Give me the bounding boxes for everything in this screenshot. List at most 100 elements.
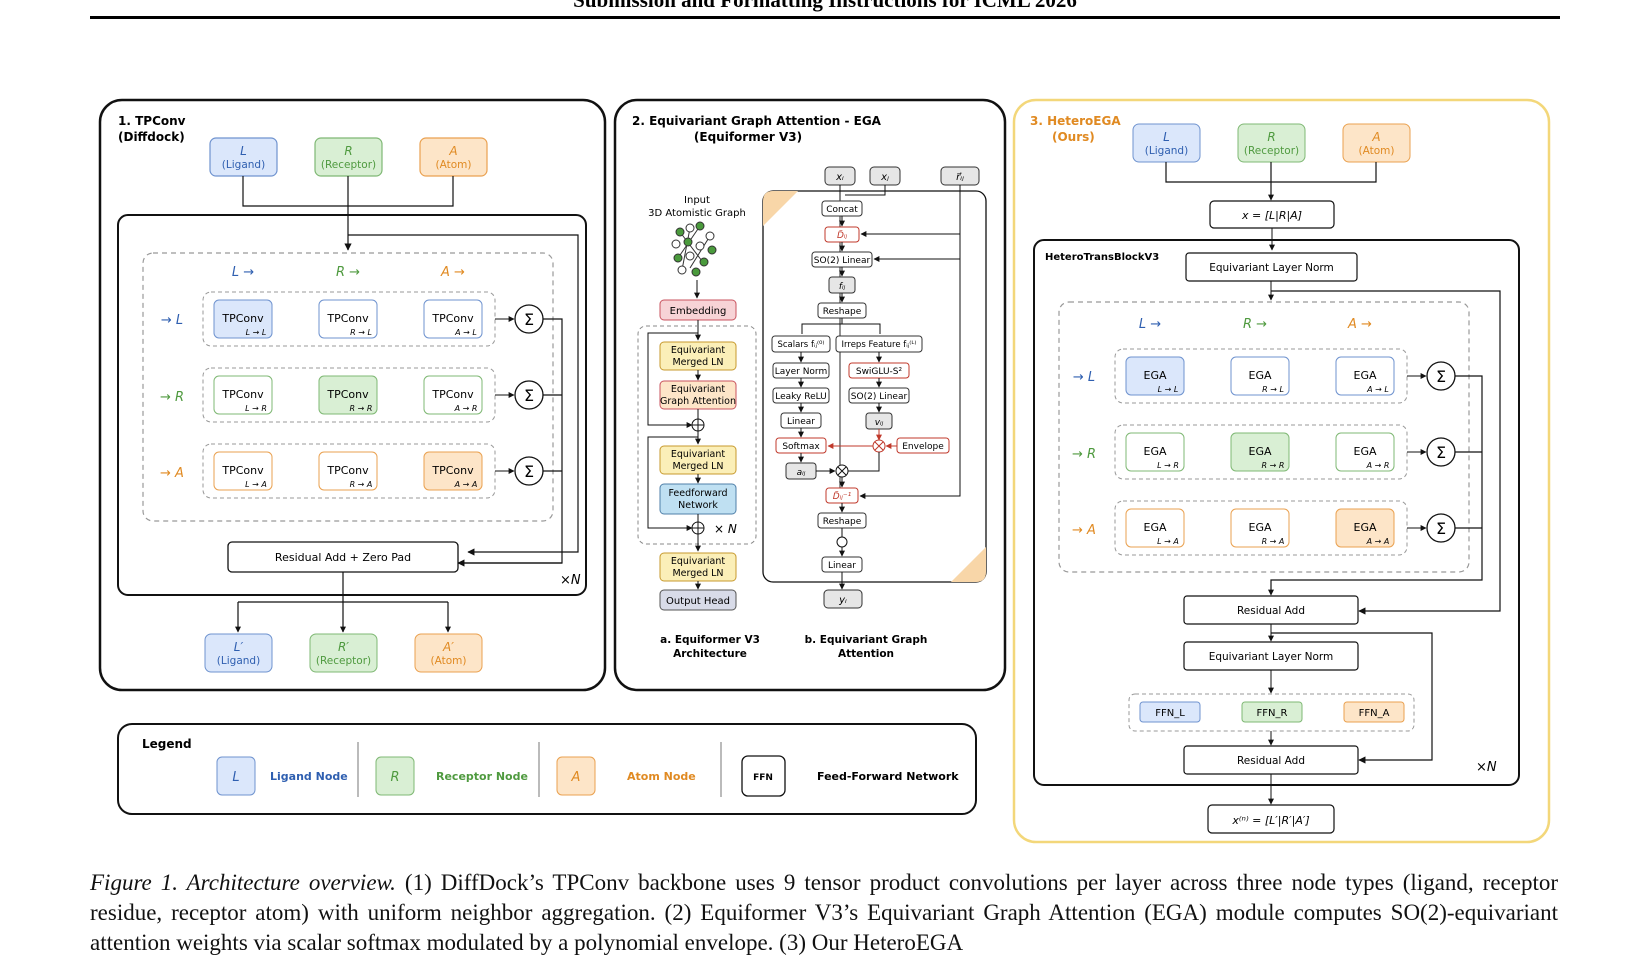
sum-symbol: Σ (1436, 367, 1446, 386)
sum-node: Σ (1407, 513, 1456, 543)
ln-block: Equivariant (671, 556, 726, 567)
cell-label: EGA (1144, 369, 1167, 382)
ffn-ligand: FFN_L (1155, 708, 1185, 719)
linear-node: Linear (787, 417, 815, 427)
tpconv-cell: TPConv A → L (423, 299, 483, 339)
cell-sub: A → R (454, 404, 478, 413)
panel1-output-atom: A′ (Atom) (414, 633, 483, 673)
fij-node: fᵢⱼ (839, 282, 846, 292)
cell-label: TPConv (431, 464, 474, 477)
cell-sub: R → R (1262, 461, 1285, 470)
panel1-output-receptor: R′ (Receptor) (309, 633, 378, 673)
input-symbol: R (1267, 130, 1275, 144)
output-symbol: L′ (234, 640, 244, 654)
col-head-receptor: R → (336, 265, 360, 280)
panel1-input-ligand: L (Ligand) (209, 137, 278, 177)
input-name: (Receptor) (321, 159, 376, 171)
legend-label-receptor: Receptor Node (436, 770, 528, 783)
cell-label: EGA (1354, 369, 1377, 382)
page-header: Submission and Formatting Instructions f… (573, 0, 1077, 12)
panel2-title: 2. Equivariant Graph Attention - EGA (632, 114, 882, 128)
layer-norm-1: Equivariant Layer Norm (1209, 262, 1334, 274)
cell-label: TPConv (326, 464, 369, 477)
embedding-block: Embedding (670, 306, 727, 317)
panel-heteroega: 3. HeteroEGA (Ours) L (Ligand) R (Recept… (1012, 98, 1551, 844)
ega-cell: EGA R → A (1230, 508, 1290, 548)
cell-label: EGA (1354, 445, 1377, 458)
sum-node: Σ (1407, 437, 1456, 467)
softmax-node: Softmax (782, 442, 820, 452)
input-symbol: R (344, 144, 352, 158)
input-name: (Atom) (1359, 145, 1395, 157)
legend-label-atom: Atom Node (627, 770, 696, 783)
row-head-receptor: → R (1072, 447, 1096, 462)
sum-symbol: Σ (524, 386, 534, 405)
cell-label: EGA (1354, 521, 1377, 534)
legend-symbol: FFN (753, 773, 773, 783)
ffn-receptor: FFN_R (1257, 708, 1288, 719)
xi-node: xᵢ (835, 172, 844, 183)
tpconv-cell: TPConv A → R (423, 375, 483, 415)
panel3-input-atom: A (Atom) (1342, 123, 1411, 163)
cell-sub: A → A (1366, 537, 1390, 546)
ln-block: Merged LN (672, 461, 723, 472)
residual-add-1: Residual Add (1237, 605, 1305, 617)
reshape-node: Reshape (823, 307, 862, 317)
reshape-node: Reshape (823, 517, 862, 527)
tpconv-cell: TPConv L → A (213, 451, 273, 491)
xj-node: xⱼ (880, 172, 889, 183)
architecture-figure: 1. TPConv (Diffdock) L (Ligand) R (Recep… (98, 98, 1551, 844)
legend-symbol: A (571, 770, 581, 785)
sum-symbol: Σ (1436, 519, 1446, 538)
output-name: (Ligand) (217, 655, 260, 667)
cell-label: TPConv (221, 464, 264, 477)
panel-ega: 2. Equivariant Graph Attention - EGA (Eq… (613, 98, 1007, 692)
cell-label: TPConv (431, 388, 474, 401)
panel3-title: 3. HeteroEGA (1030, 114, 1121, 128)
block-title: HeteroTransBlockV3 (1045, 252, 1159, 263)
sum-symbol: Σ (524, 310, 534, 329)
input-name: (Ligand) (222, 159, 265, 171)
rij-node: r⃗ᵢⱼ (956, 172, 964, 183)
graph-attention-block: Graph Attention (660, 396, 736, 407)
cell-sub: A → L (1366, 385, 1389, 394)
envelope-node: Envelope (902, 442, 944, 452)
tpconv-cell: TPConv L → L (213, 299, 273, 339)
legend-symbol: R (390, 770, 399, 785)
cell-label: EGA (1144, 521, 1167, 534)
caption-label: Figure 1. Architecture overview. (90, 870, 396, 895)
cell-label: TPConv (221, 388, 264, 401)
panel1-subtitle: (Diffdock) (118, 130, 185, 144)
cell-sub: L → L (1158, 385, 1179, 394)
ega-cell: EGA R → R (1230, 432, 1290, 472)
layer-norm-node: Layer Norm (775, 367, 828, 377)
cell-label: EGA (1249, 521, 1272, 534)
cell-sub: R → R (350, 404, 373, 413)
legend: Legend L Ligand Node R Receptor Node A A… (117, 723, 977, 815)
dij-node: D̃ᵢⱼ (837, 229, 848, 241)
cell-sub: L → A (1157, 537, 1179, 546)
panel2-subtitle: (Equiformer V3) (694, 130, 802, 144)
graph-attention-block: Equivariant (671, 384, 726, 395)
cell-sub: A → L (454, 328, 477, 337)
arch-repeat: × N (714, 522, 737, 536)
repeat-n: ×N (560, 573, 581, 588)
tpconv-cell: TPConv R → L (318, 299, 378, 339)
panel1-title: 1. TPConv (118, 114, 186, 128)
atomistic-graph-icon (671, 221, 717, 277)
residual-add-zero-pad: Residual Add + Zero Pad (275, 551, 411, 564)
sum-symbol: Σ (1436, 443, 1446, 462)
yi-node: yᵢ (838, 595, 847, 606)
output-symbol: A′ (442, 640, 454, 654)
ffn-block: Feedforward (668, 488, 727, 499)
input-name: (Atom) (436, 159, 472, 171)
col-head-ligand: L → (1139, 317, 1161, 332)
cell-label: TPConv (326, 388, 369, 401)
legend-label-ffn: Feed-Forward Network (817, 770, 959, 783)
cell-label: TPConv (221, 312, 264, 325)
tpconv-cell: TPConv R → R (318, 375, 378, 415)
panel1-output-ligand: L′ (Ligand) (204, 633, 273, 673)
ega-cell: EGA A → R (1335, 432, 1395, 472)
cell-sub: L → A (245, 480, 267, 489)
col-head-atom: A → (440, 265, 465, 280)
